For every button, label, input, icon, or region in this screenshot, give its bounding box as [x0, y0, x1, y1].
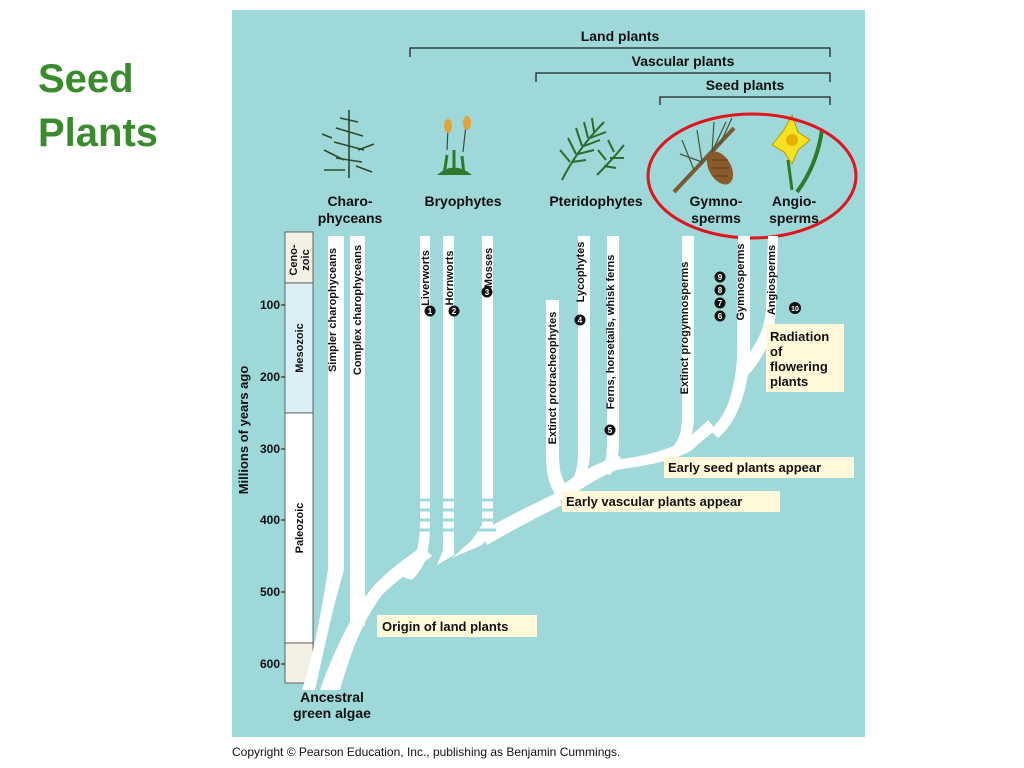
seed-plants-bracket: [659, 96, 831, 105]
callout-radiation: Radiation of flowering plants: [766, 324, 844, 392]
marker-ferns: [604, 424, 616, 436]
marker-mosses: [481, 286, 493, 298]
vascular-plants-bracket: [535, 72, 831, 82]
era-label-cenozoic-1: Ceno-: [288, 244, 300, 276]
marker-number: 2: [452, 307, 457, 316]
lineage-label-simpler-charophyceans: Simpler charophyceans: [327, 248, 339, 372]
axis-tick-label: 400: [260, 513, 280, 527]
axis-tick-label: 100: [260, 298, 280, 312]
land-plants-bracket: [409, 47, 831, 57]
axis-tick-marks: [281, 304, 285, 665]
seed-plants-label: Seed plants: [706, 77, 785, 93]
lineage-label-hornworts: Hornworts: [444, 251, 456, 306]
vascular-plants-label: Vascular plants: [632, 53, 735, 69]
fern-icon: [559, 117, 625, 181]
marker-gymnosperms-6: [714, 310, 726, 322]
callout-origin-land-plants-text: Origin of land plants: [382, 619, 508, 634]
group-label-angiosperms-1: Angio-: [772, 193, 817, 209]
callout-radiation-line-4: plants: [770, 374, 808, 389]
lineage-label-liverworts: Liverworts: [420, 250, 432, 306]
marker-number: 10: [791, 306, 799, 313]
callout-early-seed-plants-text: Early seed plants appear: [668, 460, 821, 475]
lineage-label-gymnosperms: Gymnosperms: [735, 243, 747, 320]
lineage-label-ferns: Ferns, horsetails, whisk ferns: [605, 255, 617, 410]
copyright-notice: Copyright © Pearson Education, Inc., pub…: [232, 745, 621, 759]
land-plants-label: Land plants: [581, 28, 660, 44]
phylogeny-diagram: Land plants Vascular plants Seed plants: [232, 10, 865, 737]
slide-title-line-2: Plants: [38, 111, 159, 155]
callout-radiation-line-3: flowering: [770, 359, 828, 374]
marker-number: 9: [718, 273, 723, 282]
callout-early-vascular-plants: Early vascular plants appear: [562, 491, 780, 512]
marker-number: 8: [718, 286, 723, 295]
marker-number: 6: [718, 312, 723, 321]
group-label-pteridophytes: Pteridophytes: [549, 193, 643, 209]
callout-early-vascular-plants-text: Early vascular plants appear: [566, 494, 742, 509]
callout-radiation-line-2: of: [770, 344, 783, 359]
era-label-cenozoic-2: zoic: [300, 249, 312, 270]
phylogeny-figure: Land plants Vascular plants Seed plants: [232, 10, 865, 737]
group-label-gymnosperms-1: Gymno-: [690, 193, 743, 209]
group-label-angiosperms-2: sperms: [769, 210, 819, 226]
axis-tick-label: 500: [260, 585, 280, 599]
callout-radiation-line-1: Radiation: [770, 329, 829, 344]
axis-label: Millions of years ago: [236, 366, 251, 495]
axis-tick-label: 300: [260, 442, 280, 456]
group-label-bryophytes: Bryophytes: [424, 193, 501, 209]
geologic-time-column: [284, 231, 314, 684]
moss-icon: [437, 116, 472, 176]
daffodil-icon: [771, 113, 824, 194]
group-label-charophyceans-2: phyceans: [318, 210, 383, 226]
callout-origin-land-plants: Origin of land plants: [377, 615, 537, 637]
marker-gymnosperms-7: [714, 297, 726, 309]
group-label-gymnosperms-2: sperms: [691, 210, 741, 226]
callout-early-seed-plants: Early seed plants appear: [664, 457, 854, 478]
lineage-label-progymnosperms: Extinct progymnosperms: [679, 262, 691, 395]
lineage-label-angiosperms: Angiosperms: [766, 245, 778, 315]
ancestral-algae-label-2: green algae: [293, 705, 371, 721]
marker-number: 3: [485, 288, 490, 297]
lineage-label-protracheophytes: Extinct protracheophytes: [547, 312, 559, 445]
pine-cone-icon: [672, 117, 736, 194]
marker-number: 4: [578, 316, 583, 325]
axis-ticks: 100 200 300 400 500 600: [260, 298, 280, 671]
marker-number: 7: [718, 299, 723, 308]
lineage-label-mosses: Mosses: [483, 248, 495, 288]
slide-title-line-1: Seed: [38, 57, 134, 101]
marker-gymnosperms-9: [714, 271, 726, 283]
highlight-circle: [646, 112, 858, 240]
numbered-markers: 1 2 3 4 5 6 7 8 9 10: [424, 271, 801, 436]
axis-tick-label: 600: [260, 657, 280, 671]
group-label-charophyceans-1: Charo-: [327, 193, 372, 209]
marker-gymnosperms-8: [714, 284, 726, 296]
slide-title: Seed Plants: [38, 52, 158, 160]
lineage-label-complex-charophyceans: Complex charophyceans: [352, 245, 364, 375]
marker-liverworts: [424, 305, 436, 317]
marker-angiosperms: [789, 302, 801, 314]
era-label-paleozoic: Paleozoic: [294, 503, 306, 554]
ancestral-algae-label-1: Ancestral: [300, 689, 364, 705]
era-label-mesozoic: Mesozoic: [294, 323, 306, 373]
marker-number: 1: [428, 307, 433, 316]
bryophyte-gap-marks: [418, 498, 496, 532]
axis-tick-label: 200: [260, 370, 280, 384]
charophycean-alga-icon: [321, 110, 375, 178]
marker-lycophytes: [574, 314, 586, 326]
marker-number: 5: [608, 426, 613, 435]
lineage-label-lycophytes: Lycophytes: [575, 242, 587, 303]
marker-hornworts: [448, 305, 460, 317]
